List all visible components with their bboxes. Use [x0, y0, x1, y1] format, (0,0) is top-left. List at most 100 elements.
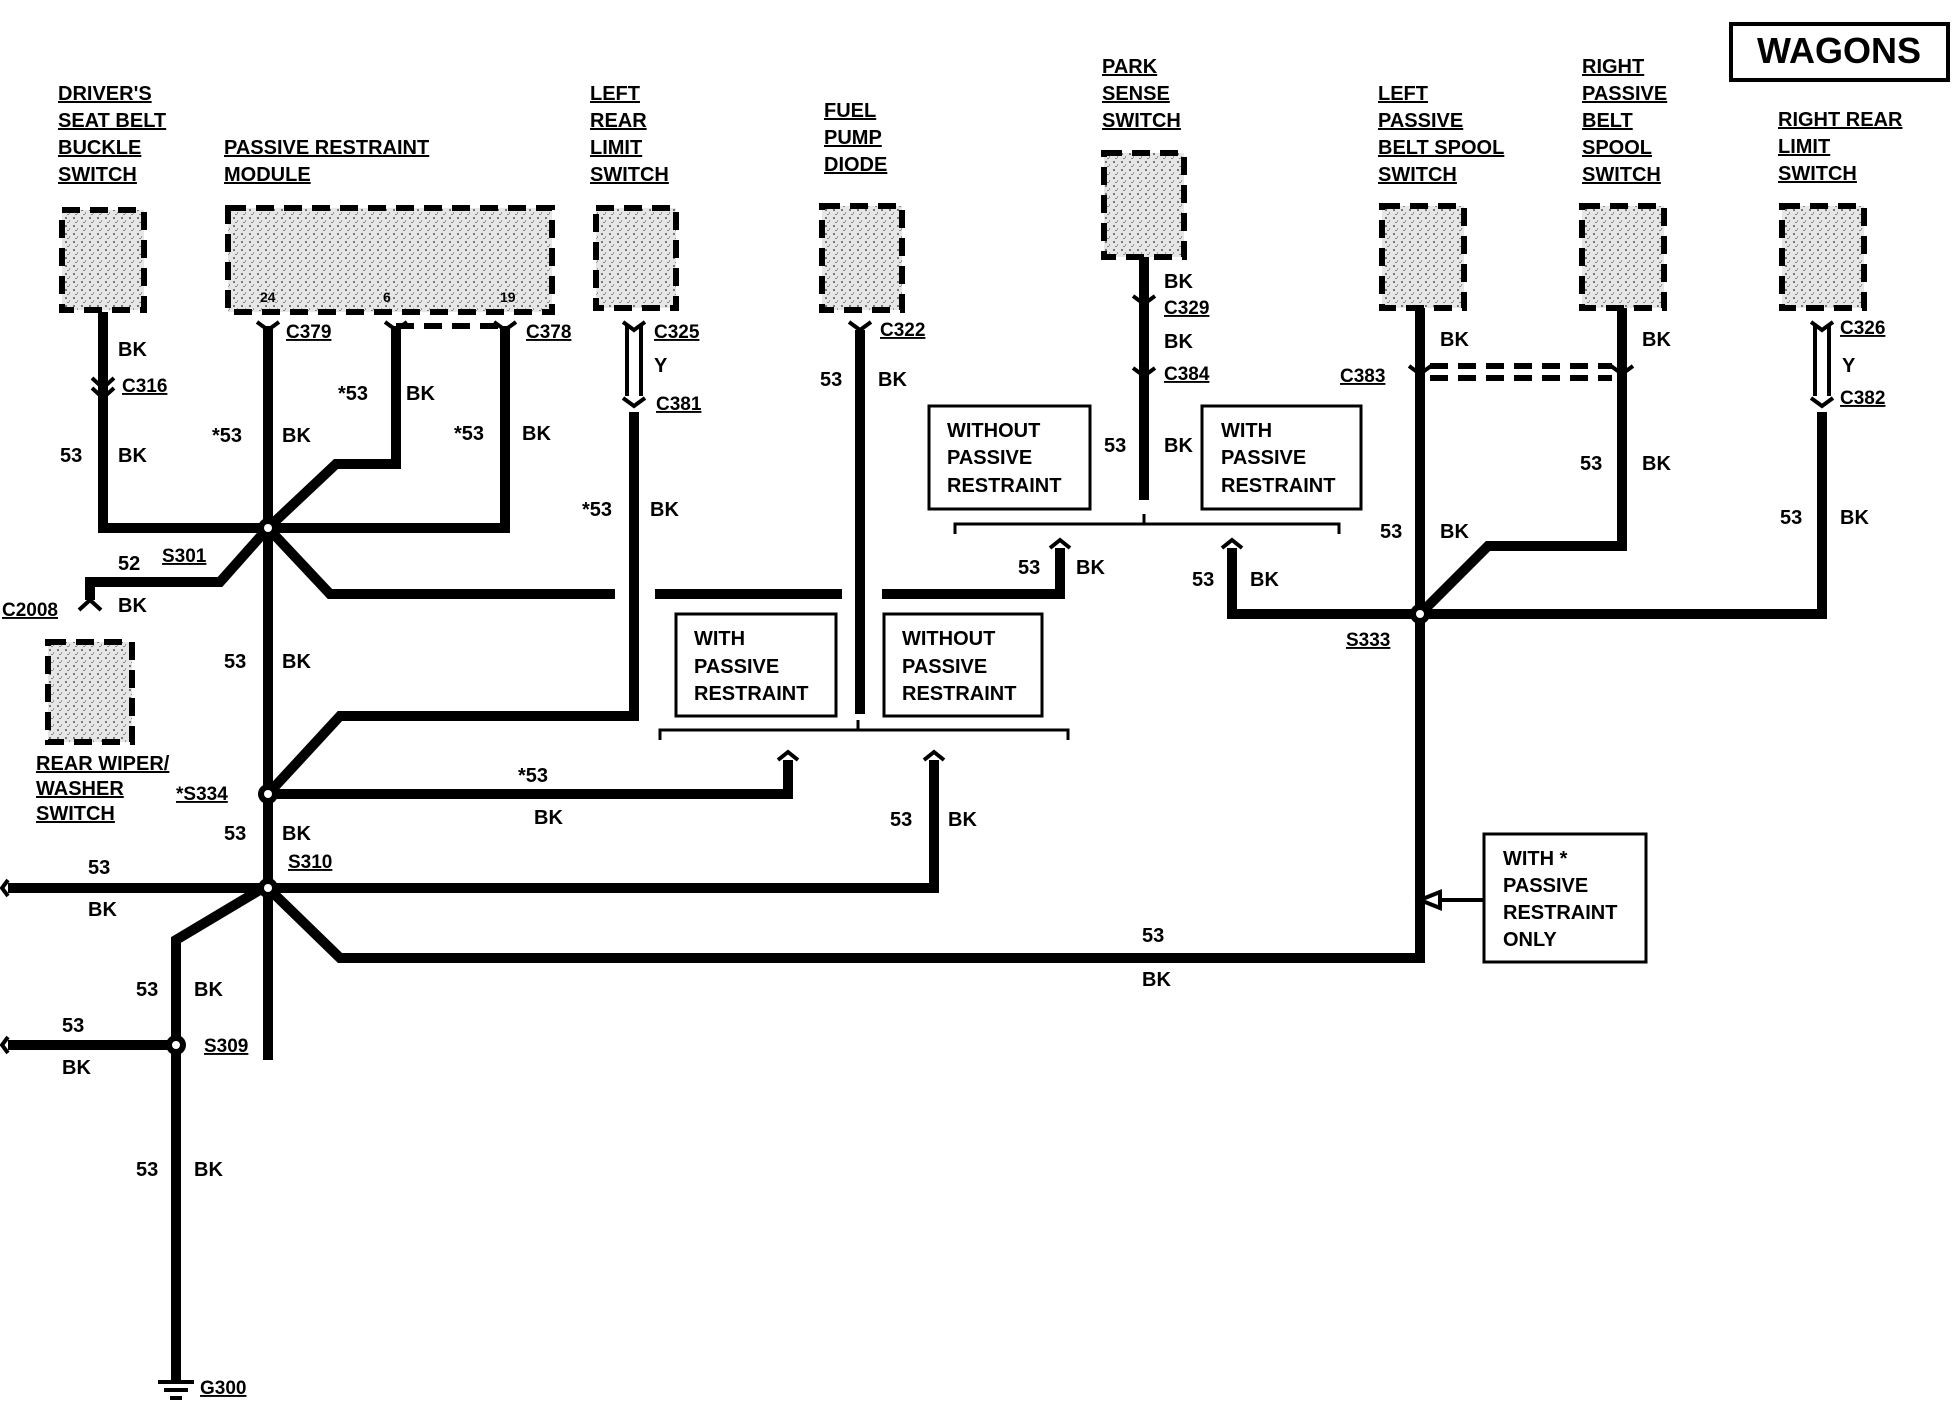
- fuel-pump-diode-title-3: DIODE: [824, 154, 887, 176]
- park-sense-title-2: SENSE: [1102, 83, 1170, 105]
- left-rear-limit-title-4: SWITCH: [590, 164, 669, 186]
- lbl-53s: *53: [212, 425, 242, 447]
- wire-prm-pin19: [268, 326, 510, 533]
- connector-labels: C316 C379 C378 C325 C381 C322 C329 C384 …: [2, 298, 1885, 1399]
- left-rear-limit-switch: LEFT REAR LIMIT SWITCH: [590, 83, 679, 311]
- wires: [8, 257, 1827, 1380]
- box-without-pr-lower-3: RESTRAINT: [902, 683, 1016, 705]
- left-rear-limit-title-1: LEFT: [590, 83, 640, 105]
- park-sense-switch-body: [1101, 150, 1187, 260]
- right-rear-limit-switch-body: [1779, 203, 1867, 311]
- right-rear-limit-title-2: LIMIT: [1778, 136, 1830, 158]
- lbl-y: Y: [654, 355, 668, 377]
- lbl-53: 53: [1192, 569, 1214, 591]
- bracket-lower: [658, 720, 1070, 740]
- box-without-pr-upper-2: PASSIVE: [947, 447, 1032, 469]
- lbl-bk: BK: [1164, 331, 1193, 353]
- rear-wiper-washer-switch: REAR WIPER/ WASHER SWITCH: [36, 639, 170, 825]
- left-passive-belt-spool-switch: LEFT PASSIVE BELT SPOOL SWITCH: [1378, 83, 1504, 311]
- box-with-pr-only-1: WITH *: [1503, 848, 1568, 870]
- box-with-pr-lower-1: WITH: [694, 628, 745, 650]
- left-passive-belt-spool-switch-body: [1379, 203, 1467, 311]
- box-with-pr-upper: WITH PASSIVE RESTRAINT: [1200, 404, 1363, 511]
- wagons-badge: WAGONS: [1729, 22, 1950, 82]
- right-rear-limit-switch: RIGHT REAR LIMIT SWITCH: [1778, 109, 1903, 311]
- lbl-53: 53: [890, 809, 912, 831]
- lbl-53: 53: [1142, 925, 1164, 947]
- drivers-seat-belt-title-1: DRIVER'S: [58, 83, 152, 105]
- label-s309: S309: [204, 1036, 248, 1057]
- prm-pin-24: 24: [260, 289, 276, 305]
- right-rear-limit-title-3: SWITCH: [1778, 163, 1857, 185]
- wire-prm-pin6: [264, 326, 401, 532]
- box-with-pr-upper-3: RESTRAINT: [1221, 475, 1335, 497]
- right-rear-limit-title-1: RIGHT REAR: [1778, 109, 1903, 131]
- label-c381: C381: [656, 394, 702, 415]
- right-spool-title-5: SWITCH: [1582, 164, 1661, 186]
- wire-right-rear-limit: [1420, 412, 1827, 619]
- right-passive-belt-spool-switch: RIGHT PASSIVE BELT SPOOL SWITCH: [1579, 56, 1667, 311]
- lbl-bk: BK: [1642, 453, 1671, 475]
- prm-title-1: PASSIVE RESTRAINT: [224, 137, 429, 159]
- lbl-bk: BK: [118, 339, 147, 361]
- label-s334: *S334: [176, 784, 228, 805]
- lbl-bk: BK: [878, 369, 907, 391]
- lbl-53s: *53: [582, 499, 612, 521]
- lbl-53: 53: [136, 1159, 158, 1181]
- wire-s310-s309: [171, 880, 271, 1060]
- lbl-53: 53: [1380, 521, 1402, 543]
- wire-with-s333: [1227, 548, 1420, 619]
- left-rear-limit-title-3: LIMIT: [590, 137, 642, 159]
- box-with-pr-only: WITH * PASSIVE RESTRAINT ONLY: [1482, 832, 1648, 964]
- rear-wiper-title-2: WASHER: [36, 778, 124, 800]
- lbl-bk: BK: [650, 499, 679, 521]
- lbl-53s: *53: [518, 765, 548, 787]
- lbl-bk: BK: [948, 809, 977, 831]
- lbl-bk: BK: [194, 979, 223, 1001]
- drivers-seat-belt-switch: DRIVER'S SEAT BELT BUCKLE SWITCH: [58, 83, 166, 313]
- wire-s310-s333: [264, 612, 1425, 963]
- box-without-pr-lower: WITHOUT PASSIVE RESTRAINT: [882, 612, 1044, 718]
- passive-restraint-module: PASSIVE RESTRAINT MODULE 24 6 19: [224, 137, 555, 315]
- right-spool-title-2: PASSIVE: [1582, 83, 1667, 105]
- lbl-53: 53: [60, 445, 82, 467]
- lbl-bk: BK: [1076, 557, 1105, 579]
- lbl-bk: BK: [118, 445, 147, 467]
- box-without-pr-lower-1: WITHOUT: [902, 628, 995, 650]
- lbl-bk: BK: [1250, 569, 1279, 591]
- box-with-pr-only-4: ONLY: [1503, 929, 1557, 951]
- box-with-pr-only-3: RESTRAINT: [1503, 902, 1617, 924]
- lbl-bk: BK: [522, 423, 551, 445]
- left-rear-limit-title-2: REAR: [590, 110, 647, 132]
- box-without-pr-upper: WITHOUT PASSIVE RESTRAINT: [927, 404, 1092, 511]
- fuel-pump-diode-title-2: PUMP: [824, 127, 882, 149]
- lbl-y: Y: [1842, 355, 1856, 377]
- lbl-bk: BK: [1440, 329, 1469, 351]
- box-without-pr-lower-2: PASSIVE: [902, 656, 987, 678]
- wire-right-spool: [1416, 308, 1627, 618]
- wire-labels: BK 53 BK *53 BK *53 BK *53 BK 52 BK 53 B…: [60, 271, 1869, 1181]
- passive-restraint-module-body: [225, 205, 555, 315]
- box-with-pr-upper-2: PASSIVE: [1221, 447, 1306, 469]
- box-with-pr-lower-2: PASSIVE: [694, 656, 779, 678]
- drivers-seat-belt-title-2: SEAT BELT: [58, 110, 166, 132]
- left-spool-title-3: BELT SPOOL: [1378, 137, 1504, 159]
- right-passive-belt-spool-switch-body: [1579, 203, 1667, 311]
- lbl-52: 52: [118, 553, 140, 575]
- wire-prm-trunk: [171, 326, 273, 1380]
- connector-chevrons: [0, 294, 1835, 1055]
- wagons-badge-text: WAGONS: [1757, 30, 1921, 71]
- drivers-seat-belt-switch-body: [59, 207, 147, 313]
- label-c329: C329: [1164, 298, 1209, 319]
- right-spool-title-4: SPOOL: [1582, 137, 1652, 159]
- prm-pin-6: 6: [383, 289, 391, 305]
- lbl-bk: BK: [282, 651, 311, 673]
- wire-s310-without: [268, 760, 939, 893]
- lbl-bk: BK: [1164, 435, 1193, 457]
- lbl-bk: BK: [282, 823, 311, 845]
- lbl-53: 53: [820, 369, 842, 391]
- lbl-53: 53: [1018, 557, 1040, 579]
- lbl-bk: BK: [1642, 329, 1671, 351]
- lbl-bk: BK: [194, 1159, 223, 1181]
- lbl-bk: BK: [88, 899, 117, 921]
